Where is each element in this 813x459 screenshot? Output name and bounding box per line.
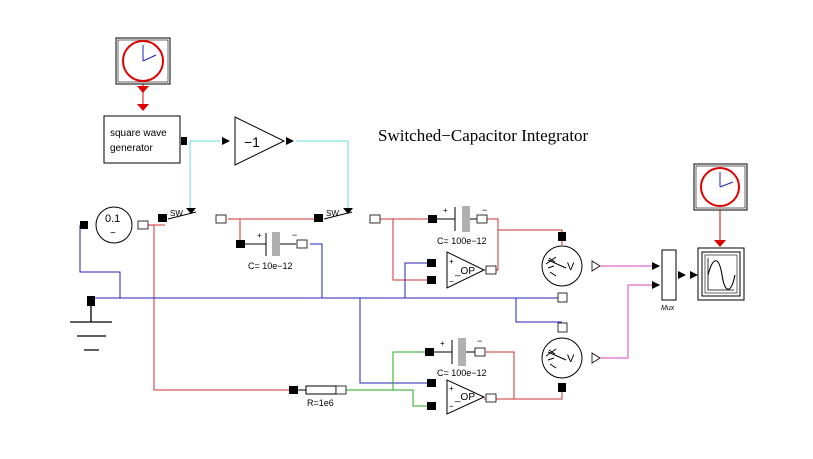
cap-lower-value: C= 100e−12 xyxy=(437,368,487,378)
opamp-lower-minus: − xyxy=(449,402,454,411)
cap-upper-value: C= 100e−12 xyxy=(437,236,487,246)
wire-upper-inverting xyxy=(392,219,428,281)
mux-label: Mux xyxy=(661,305,675,312)
sine-wave-icon xyxy=(707,260,736,290)
switch-1[interactable]: SW xyxy=(158,208,227,224)
control-wire-switch2 xyxy=(296,140,349,210)
clock-block-2[interactable] xyxy=(693,163,748,247)
opamp-lower-plus: + xyxy=(449,384,454,393)
opamp-lower[interactable]: + − _OP xyxy=(427,379,497,415)
resistor-value: R=1e6 xyxy=(307,398,334,408)
voltmeter-upper[interactable]: V xyxy=(541,232,601,303)
cap-lower-minus: − xyxy=(477,336,482,346)
cap-upper-minus: − xyxy=(482,205,487,215)
wire-vm-lower-to-mux xyxy=(600,284,660,359)
cap-upper-plus: + xyxy=(443,206,448,215)
dc-voltage-source[interactable]: 0.1 ~ xyxy=(80,206,149,244)
resistor[interactable]: R=1e6 xyxy=(289,385,347,408)
wire-resistor-to-cap-lower xyxy=(345,351,428,391)
voltmeter-lower[interactable]: V xyxy=(541,322,601,392)
wire-upper-noninv xyxy=(404,262,428,298)
gain-block[interactable]: −1 xyxy=(222,116,294,166)
opamp-upper[interactable]: + − _OP xyxy=(427,251,497,289)
capacitor-lower[interactable]: + − C= 100e−12 xyxy=(425,336,487,378)
ground-symbol xyxy=(70,296,112,351)
wire-cap-small-neg xyxy=(310,243,323,298)
wires xyxy=(79,84,721,407)
wire-upper-to-vm xyxy=(498,229,563,245)
opamp-upper-label: _OP xyxy=(454,266,475,277)
mux-block[interactable]: Mux xyxy=(652,249,686,312)
switch-2-label: SW xyxy=(326,209,339,218)
voltmeter-upper-label: V xyxy=(567,261,575,273)
cap-small-plus: + xyxy=(257,231,262,240)
switch-2[interactable]: SW xyxy=(314,208,381,224)
wire-lower-inverting xyxy=(393,389,428,407)
square-wave-label-1: square wave xyxy=(110,128,167,139)
cap-small-minus: − xyxy=(292,230,297,240)
capacitor-small[interactable]: + − C= 10e−12 xyxy=(236,230,308,271)
dc-source-value: 0.1 xyxy=(105,213,120,225)
wire-lower-to-vm xyxy=(514,384,563,400)
wire-lower-vm-ref xyxy=(515,298,562,323)
square-wave-generator[interactable]: square wave generator xyxy=(103,104,187,164)
cap-lower-plus: + xyxy=(440,339,445,348)
square-wave-label-2: generator xyxy=(110,143,153,154)
voltmeter-lower-label: V xyxy=(567,353,575,365)
wire-src-neg xyxy=(79,225,121,298)
opamp-upper-plus: + xyxy=(449,257,454,266)
wire-lower-feedback xyxy=(484,351,515,400)
gain-label: −1 xyxy=(244,134,260,150)
dc-source-symbol: ~ xyxy=(110,228,116,239)
opamp-upper-minus: − xyxy=(449,277,454,286)
opamp-lower-label: _OP xyxy=(454,392,475,403)
wire-lower-noninv xyxy=(359,298,428,384)
wire-src-to-resistor xyxy=(153,225,290,391)
capacitor-upper[interactable]: + − C= 100e−12 xyxy=(428,205,488,246)
switch-1-label: SW xyxy=(170,209,183,218)
diagram-title: Switched−Capacitor Integrator xyxy=(378,126,589,145)
scope-block[interactable] xyxy=(690,247,745,301)
clock-block-1[interactable] xyxy=(115,37,171,93)
cap-small-value: C= 10e−12 xyxy=(248,261,293,271)
